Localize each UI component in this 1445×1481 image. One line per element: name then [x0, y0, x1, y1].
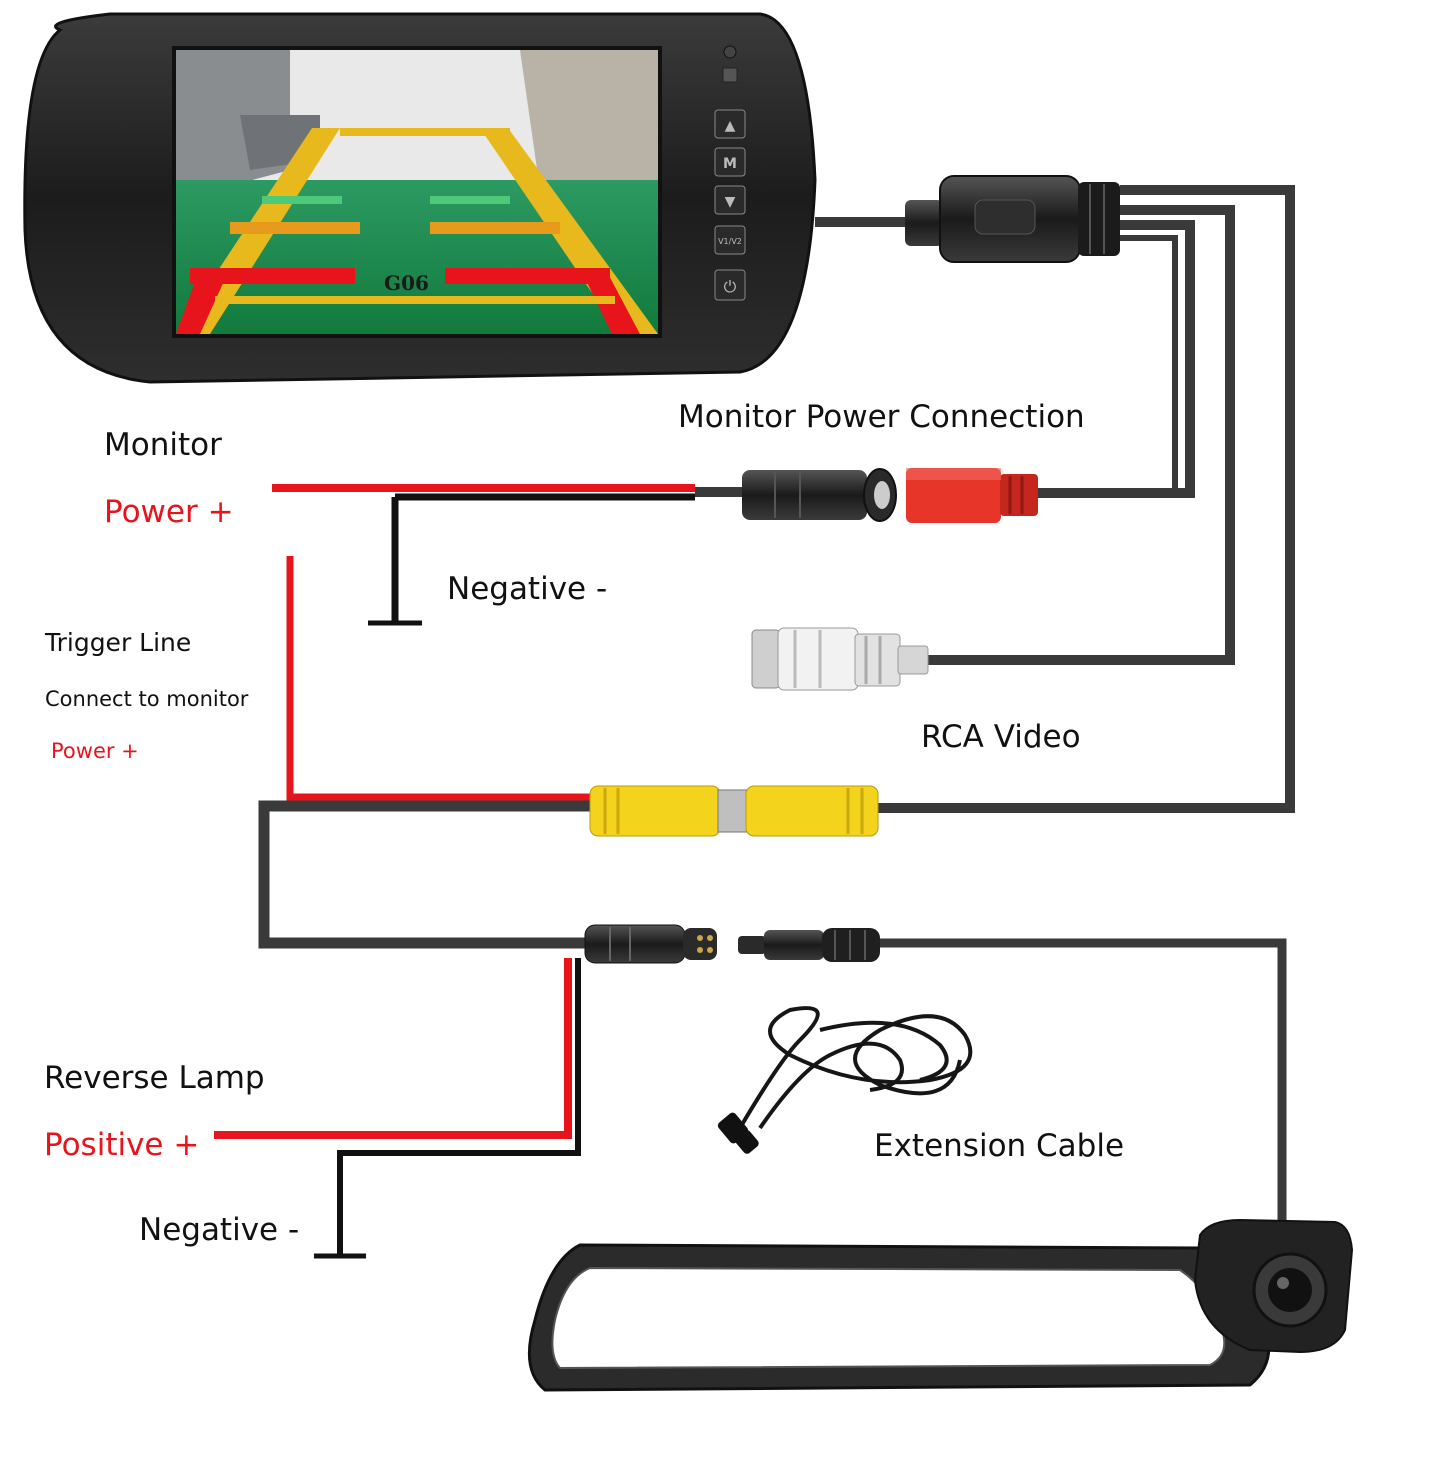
rearview-mirror-monitor: G06 ▲ M ▼ V1/V2 ⏻	[23, 12, 817, 384]
negative-bottom-label: Negative -	[139, 1212, 300, 1248]
power-branch-a	[1038, 220, 1195, 498]
white-rca-video-plug	[751, 627, 929, 691]
negative-top-label: Negative -	[447, 571, 608, 607]
screen-overlay-text: G06	[384, 271, 429, 295]
reverse-negative-wire	[337, 958, 581, 1255]
video-cable-yellow-branch	[878, 185, 1295, 813]
trigger-line-wire	[286, 556, 590, 801]
rca-video-label: RCA Video	[921, 719, 1081, 755]
trigger-power-label: Power +	[51, 739, 139, 763]
extension-cable-coil	[717, 1006, 973, 1154]
camera-housing	[1193, 1218, 1354, 1354]
menu-button[interactable]: M	[714, 147, 746, 177]
power-branch-b	[1120, 235, 1178, 493]
front-camera-dot	[723, 45, 737, 59]
power-icon: ⏻	[724, 277, 737, 296]
reverse-lamp-label: Reverse Lamp	[44, 1060, 265, 1096]
monitor-power-label: Power +	[104, 494, 234, 530]
camera-cable	[878, 938, 1287, 1228]
connect-to-monitor-label: Connect to monitor	[45, 687, 249, 711]
video-source-button[interactable]: V1/V2	[714, 225, 746, 255]
monitor-buttons: ▲ M ▼ V1/V2 ⏻	[714, 109, 746, 301]
sensor-icon	[722, 67, 738, 83]
reverse-positive-label: Positive +	[44, 1127, 200, 1163]
reverse-positive-wire	[214, 958, 572, 1139]
svg-text:▲: ▲	[725, 118, 736, 134]
up-button[interactable]: ▲	[714, 109, 746, 139]
wires	[214, 185, 1295, 1259]
license-plate-frame-camera	[527, 1218, 1354, 1392]
monitor-4pin-connector	[905, 175, 1120, 263]
rca-video-branch	[925, 205, 1235, 665]
yellow-video-coupler	[589, 785, 879, 837]
aviation-connector-male	[738, 928, 880, 962]
svg-text:M: M	[723, 156, 737, 172]
extension-cable-label: Extension Cable	[874, 1128, 1125, 1164]
svg-text:V1/V2: V1/V2	[718, 237, 742, 246]
down-button[interactable]: ▼	[714, 185, 746, 215]
red-power-plug	[906, 468, 1038, 523]
trigger-line-label: Trigger Line	[45, 628, 192, 657]
svg-text:▼: ▼	[725, 194, 736, 210]
monitor-label: Monitor	[104, 427, 222, 463]
monitor-power-connection-label: Monitor Power Connection	[678, 399, 1085, 435]
aviation-connector-female	[584, 924, 717, 964]
power-button[interactable]: ⏻	[714, 269, 746, 301]
black-power-plug	[742, 468, 897, 522]
monitor-screen: G06	[172, 46, 662, 338]
video-loop-cable	[258, 800, 590, 949]
